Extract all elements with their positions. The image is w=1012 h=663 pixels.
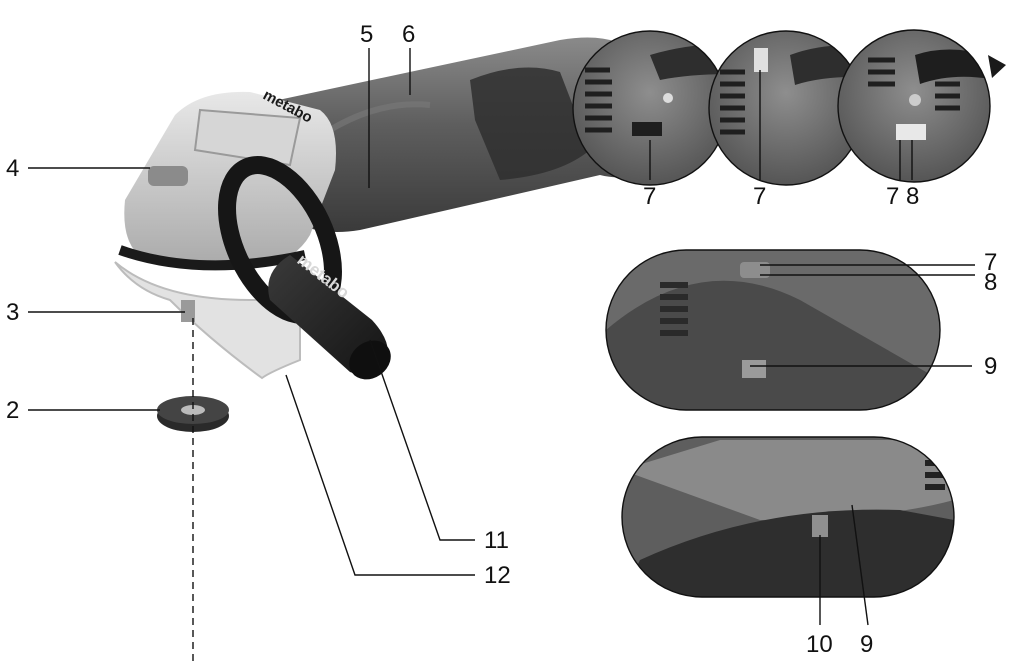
callout-3: 3 [6,299,19,326]
clamping-nut [157,396,229,432]
callout-7-switch: 7 [984,249,997,276]
callout-9-bottom: 9 [860,631,873,658]
detail-view-switch-top [605,249,941,411]
callout-8-detail-3: 8 [906,183,919,210]
callout-12: 12 [484,562,511,589]
callout-11: 11 [484,527,509,554]
detail-view-switch-bottom [621,436,955,598]
wheel-guard [114,261,301,380]
callout-7-detail-1: 7 [643,183,656,210]
callout-10: 10 [806,631,833,658]
callout-9-top: 9 [984,353,997,380]
callout-7-detail-2: 7 [753,183,766,210]
callout-7-detail-3: 7 [886,183,899,210]
spindle [181,300,195,322]
callout-4: 4 [6,155,19,182]
detail-view-1 [572,30,728,186]
side-handle [268,255,389,375]
angle-grinder: metabo metabo [114,37,655,380]
callout-6: 6 [402,21,415,48]
callout-8-switch: 8 [984,269,997,296]
spindle-lock-button [148,166,188,186]
callout-numbers: 2 3 4 5 6 7 7 7 8 7 8 9 10 9 11 12 [6,21,997,658]
callout-5: 5 [360,21,373,48]
cable-tip [988,55,1006,78]
callout-2: 2 [6,397,19,424]
leader-lines [28,48,975,626]
detail-view-3 [837,29,991,183]
